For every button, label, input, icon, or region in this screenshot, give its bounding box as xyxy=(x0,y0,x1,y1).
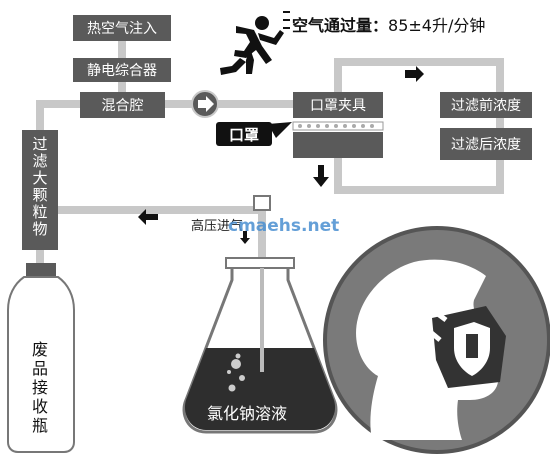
flask-inlet-tube-top xyxy=(253,195,271,211)
mixing-chamber-box xyxy=(80,92,165,118)
mask-holder-box xyxy=(293,92,383,118)
hot-air-inlet-label: 热空气注入 xyxy=(87,21,157,37)
watermark: cmaehs.net xyxy=(228,216,340,236)
flask-neck-rim xyxy=(225,257,295,269)
mask-label: 口罩 xyxy=(216,122,272,146)
head-silhouette-icon xyxy=(356,259,502,440)
mask-strap-icon xyxy=(390,279,448,342)
electrostatic-mixer-box xyxy=(73,58,171,82)
bottle-cap xyxy=(26,263,56,277)
motion-lines-icon xyxy=(283,11,290,29)
hot-air-inlet-box xyxy=(73,15,171,41)
arrow-left-flask xyxy=(138,209,158,225)
bubbles xyxy=(227,353,245,392)
arrow-down-flask xyxy=(240,231,250,244)
flask-liquid xyxy=(184,348,336,430)
mask-holder-label: 口罩夹具 xyxy=(310,98,366,114)
pump-arrow-icon xyxy=(198,96,214,112)
running-man-icon xyxy=(220,16,284,75)
airflow-value: 85±4升/分钟 xyxy=(388,16,486,35)
waste-bottle-label: 废品接收瓶 xyxy=(31,340,48,435)
electrostatic-mixer-label: 静电综合器 xyxy=(87,63,157,79)
post-filter-box xyxy=(440,128,532,160)
filter-particles-box xyxy=(22,130,58,250)
airflow-label: 空气通过量： xyxy=(292,16,389,35)
flow-arrows xyxy=(138,66,424,244)
sodium-chloride-label: 氯化钠溶液 xyxy=(207,404,288,423)
mask-callout-pointer xyxy=(268,122,292,138)
pipe-holder-to-post xyxy=(334,156,504,194)
filter-particles-label: 过滤大颗粒物 xyxy=(32,135,48,238)
pipe-chamber-to-left xyxy=(36,100,84,134)
pipe-holder-to-pre xyxy=(334,58,504,96)
pre-filter-label: 过滤前浓度 xyxy=(451,98,521,114)
arrow-down-holder xyxy=(313,165,329,187)
shield-inner-icon xyxy=(466,334,478,358)
high-pressure-inlet-label: 高压进气 xyxy=(191,219,244,234)
mask-filter-dots xyxy=(298,124,374,128)
pre-filter-box xyxy=(440,92,532,118)
pipe-flask-to-left xyxy=(28,202,266,214)
waste-bottle xyxy=(7,276,75,453)
mixing-chamber-label: 混合腔 xyxy=(101,98,144,114)
post-filter-label: 过滤后浓度 xyxy=(451,137,521,153)
airflow-readout: 空气通过量：85±4升/分钟 xyxy=(292,12,485,36)
mask-holder-lower xyxy=(293,132,383,158)
arrow-right-top xyxy=(405,66,424,82)
